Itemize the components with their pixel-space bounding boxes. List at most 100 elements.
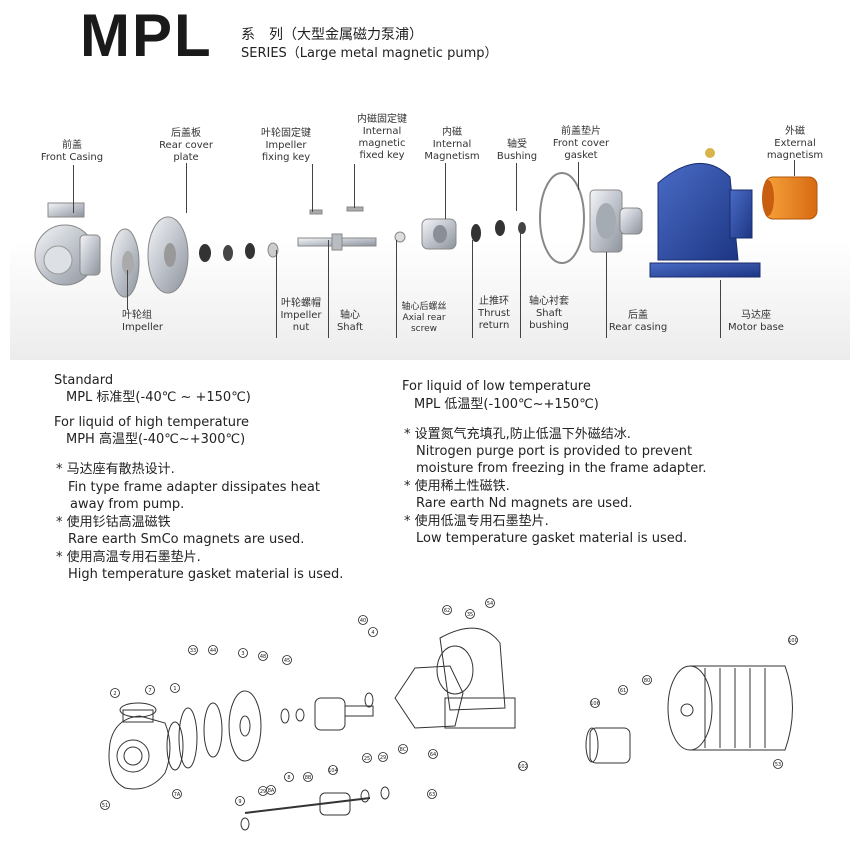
callout-100: 100 [788,635,798,645]
svg-text:29: 29 [260,789,266,795]
callout-7: 7 [145,685,155,695]
callout-8A: 8A [266,785,276,795]
leader-line [186,163,187,213]
svg-text:51: 51 [102,803,108,809]
text-right-note2-cn: * 使用稀土性磁铁. [404,479,510,494]
svg-text:64: 64 [430,752,436,758]
callout-35: 35 [465,609,475,619]
svg-text:8: 8 [287,775,290,781]
callout-1: 1 [170,683,180,693]
drawing-rear-casing [394,665,464,729]
svg-text:104: 104 [328,768,338,774]
thrust-ring-part [471,224,481,242]
leader-line [606,252,607,338]
exploded-view-photo [10,95,850,360]
motor-base-part [649,148,761,278]
bushing-part [495,220,505,236]
leader-line [720,280,721,338]
svg-text:62: 62 [444,608,450,614]
svg-text:7A: 7A [174,792,181,798]
svg-text:2: 2 [113,691,116,697]
text-mpl-low: MPL 低温型(-100℃~+150℃) [414,397,599,412]
callout-104: 104 [328,765,338,775]
svg-text:53: 53 [775,762,781,768]
drawing-casing [108,715,171,790]
svg-text:35: 35 [467,612,473,618]
callout-53: 53 [773,759,783,769]
callout-29: 29 [258,786,268,796]
internal-magnet-part [421,218,457,250]
magnet-key-part [346,206,364,212]
leader-line [328,240,329,338]
callout-7A: 7A [172,789,182,799]
impeller-key-part [309,209,323,215]
leader-line [312,164,313,212]
callout-25: 25 [362,753,372,763]
text-high-temp-title: For liquid of high temperature [54,415,250,430]
text-standard: Standard [54,373,114,388]
callout-106: 106 [590,698,600,708]
callout-64: 64 [428,749,438,759]
svg-text:4: 4 [371,630,374,636]
text-right-note1-cn: * 设置氮气充填孔,防止低温下外磁结冰. [404,427,631,442]
svg-text:33: 33 [190,648,196,654]
text-left-note1-en2: away from pump. [70,497,185,512]
axial-screw-part [394,231,406,243]
small-bushings-part [199,242,279,262]
callout-8: 8 [284,772,294,782]
series-title-en: SERIES（Large metal magnetic pump） [241,46,498,61]
text-mpl-standard: MPL 标准型(-40℃ ~ +150℃) [66,390,251,405]
callout-51: 51 [100,800,110,810]
leader-line [276,250,277,338]
text-mph-high: MPH 高温型(-40℃~+300℃) [66,432,246,447]
svg-text:106: 106 [590,701,600,707]
text-right-note1-en2: moisture from freezing in the frame adap… [416,461,707,476]
leader-line [445,163,446,219]
svg-text:8B: 8B [305,775,312,781]
callout-63: 63 [427,789,437,799]
callout-9: 9 [235,796,245,806]
shaft-bushing-part [518,222,526,234]
text-left-note3-cn: * 使用高温专用石墨垫片. [56,550,201,565]
callout-45: 45 [282,655,292,665]
callout-3: 3 [238,648,248,658]
callout-8C: 8C [398,744,408,754]
leader-line [516,163,517,211]
drawing-motor-base [439,627,506,711]
leader-line [73,165,74,213]
series-title-cn: 系 列（大型金属磁力泵浦） [241,27,423,43]
text-left-note2-cn: * 使用钐钴高温磁铁 [56,515,171,530]
gasket-part [539,172,585,264]
drawing-external-magnet [589,727,631,764]
text-right-note3-en: Low temperature gasket material is used. [416,531,688,546]
text-right-note1-en1: Nitrogen purge port is provided to preve… [416,444,693,459]
callout-48: 48 [258,651,268,661]
shaft-part [297,233,377,251]
svg-text:3: 3 [241,651,244,657]
drawing-magnet [314,697,346,731]
callout-40: 40 [358,615,368,625]
svg-text:102: 102 [518,764,528,770]
svg-text:48: 48 [260,654,266,660]
text-left-note1-cn: * 马达座有散热设计. [56,462,175,477]
text-left-note2-en: Rare earth SmCo magnets are used. [68,532,305,547]
svg-text:9: 9 [238,799,241,805]
leader-line [578,162,579,190]
svg-text:29: 29 [380,755,386,761]
leader-line [127,270,128,310]
callout-54: 54 [485,598,495,608]
